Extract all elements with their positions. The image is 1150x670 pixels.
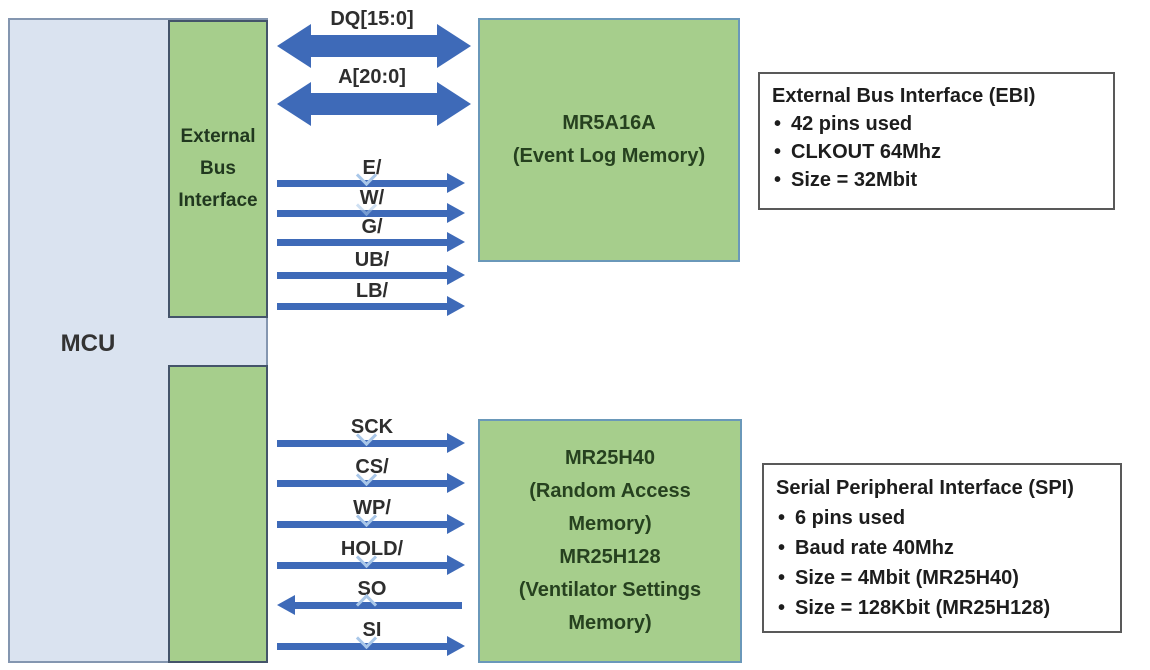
arrowhead-right <box>447 514 465 534</box>
right-arrow-icon <box>277 627 465 656</box>
signal-label-sck: SCK <box>350 416 394 438</box>
spi-info-item: Size = 4Mbit (MR25H40) <box>776 563 1108 593</box>
right-arrow-icon <box>277 265 465 285</box>
arrow-body <box>277 643 450 650</box>
spi-info-item: Size = 128Kbit (MR25H128) <box>776 593 1108 623</box>
memory-block-mr25h40-mr25h128: MR25H40 (Random Access Memory) MR25H128 … <box>478 419 742 663</box>
arrowhead-right <box>447 636 465 656</box>
arrow-body <box>277 239 450 246</box>
signal-label-e: E/ <box>362 157 382 179</box>
arrowhead-right <box>447 433 465 453</box>
arrowhead-right <box>447 555 465 575</box>
right-arrow-icon <box>277 505 465 534</box>
arrow-body <box>277 562 450 569</box>
signal-label-lb: LB/ <box>355 280 389 302</box>
signal-label-so: SO <box>357 578 387 600</box>
memory-block-mr5a16a: MR5A16A (Event Log Memory) <box>478 18 740 262</box>
spi-info-item: 6 pins used <box>776 503 1108 533</box>
right-arrow-icon <box>277 232 465 252</box>
arrowhead-right <box>447 265 465 285</box>
right-arrow-icon <box>277 546 465 575</box>
arrowhead-right <box>447 473 465 493</box>
left-arrow-icon <box>277 593 465 616</box>
ebi-info-item: 42 pins used <box>772 110 1101 138</box>
arrow-body <box>305 93 443 115</box>
arrowhead-right <box>447 296 465 316</box>
arrowhead-right <box>447 232 465 252</box>
spi-interface-block <box>168 365 268 663</box>
arrow-body <box>277 210 450 217</box>
arrow-body <box>277 440 450 447</box>
external-bus-interface-block: External Bus Interface <box>168 20 268 318</box>
right-arrow-icon <box>277 424 465 453</box>
spi-info-list: 6 pins used Baud rate 40Mhz Size = 4Mbit… <box>776 503 1108 623</box>
right-arrow-icon <box>277 194 465 223</box>
arrow-body <box>277 180 450 187</box>
signal-label-ub: UB/ <box>354 249 390 271</box>
spi-info-title: Serial Peripheral Interface (SPI) <box>776 477 1074 499</box>
connector-handle-icon <box>355 593 378 616</box>
arrowhead-right <box>447 173 465 193</box>
bidirectional-arrow-icon <box>277 24 471 68</box>
signal-label-g: G/ <box>361 216 383 238</box>
ebi-info-item: CLKOUT 64Mhz <box>772 138 1101 166</box>
right-arrow-icon <box>277 464 465 493</box>
right-arrow-icon <box>277 296 465 316</box>
signal-label-a: A[20:0] <box>338 66 406 88</box>
signal-label-si: SI <box>362 619 382 641</box>
bidirectional-arrow-icon <box>277 82 471 126</box>
signal-label-dq: DQ[15:0] <box>330 8 414 30</box>
ebi-info-list: 42 pins used CLKOUT 64Mhz Size = 32Mbit <box>772 110 1101 194</box>
arrowhead-left <box>277 595 295 615</box>
arrow-body <box>292 602 462 609</box>
spi-info-item: Baud rate 40Mhz <box>776 533 1108 563</box>
ebi-info-box: External Bus Interface (EBI) 42 pins use… <box>758 72 1115 210</box>
signal-label-w: W/ <box>359 187 385 209</box>
right-arrow-icon <box>277 164 465 193</box>
signal-label-wp: WP/ <box>353 497 391 519</box>
signal-label-hold: HOLD/ <box>340 538 404 560</box>
arrow-body <box>277 303 450 310</box>
arrow-body <box>277 521 450 528</box>
arrow-body <box>277 480 450 487</box>
arrow-body <box>305 35 443 57</box>
ebi-info-item: Size = 32Mbit <box>772 166 1101 194</box>
arrowhead-right <box>437 24 471 68</box>
arrowhead-right <box>437 82 471 126</box>
signal-label-cs: CS/ <box>355 456 389 478</box>
mcu-label: MCU <box>60 330 116 357</box>
spi-info-box: Serial Peripheral Interface (SPI) 6 pins… <box>762 463 1122 633</box>
arrowhead-right <box>447 203 465 223</box>
ebi-info-title: External Bus Interface (EBI) <box>772 85 1036 107</box>
arrow-body <box>277 272 450 279</box>
